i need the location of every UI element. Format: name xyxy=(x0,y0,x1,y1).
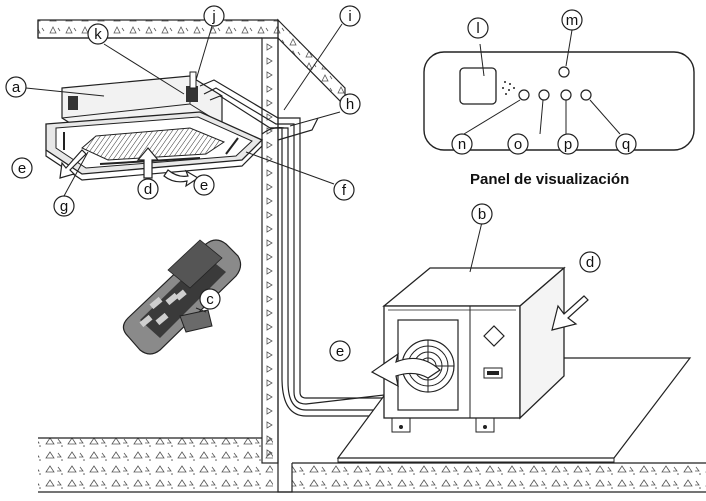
callout-e-indoor-bottom: e xyxy=(193,174,215,196)
callout-h: h xyxy=(339,93,361,115)
svg-text:o: o xyxy=(514,136,522,153)
indoor-cassette-unit xyxy=(45,71,264,181)
callout-m: m xyxy=(561,9,583,31)
display-panel: Panel de visualización xyxy=(423,51,695,188)
callout-f: f xyxy=(333,179,355,201)
callout-n: n xyxy=(451,133,473,155)
svg-text:m: m xyxy=(566,12,579,29)
callout-j: j xyxy=(203,5,225,27)
svg-text:j: j xyxy=(211,8,215,25)
outdoor-airflow-arrows xyxy=(370,295,589,388)
svg-text:k: k xyxy=(94,26,102,43)
svg-text:n: n xyxy=(458,136,466,153)
wall xyxy=(261,37,279,464)
discharge-arrow-bottom-icon xyxy=(163,169,200,188)
indicator-o xyxy=(538,89,550,101)
indicator-q xyxy=(580,89,592,101)
svg-text:g: g xyxy=(60,198,68,215)
svg-text:p: p xyxy=(564,136,572,153)
brand-logo-icon xyxy=(483,325,505,347)
discharge-arrow-left-icon xyxy=(59,149,87,179)
svg-text:d: d xyxy=(586,254,594,271)
indicator-n xyxy=(518,89,530,101)
svg-text:q: q xyxy=(622,136,630,153)
callout-k: k xyxy=(87,23,109,45)
callouts: a k j i h f e g d e c b d e l m n o p q xyxy=(5,5,637,362)
remote-screen xyxy=(167,239,223,289)
svg-text:c: c xyxy=(206,291,214,308)
svg-text:b: b xyxy=(478,206,486,223)
svg-text:h: h xyxy=(346,96,354,113)
callout-g: g xyxy=(53,195,75,217)
svg-text:e: e xyxy=(200,177,208,194)
callout-a: a xyxy=(5,76,27,98)
svg-text:d: d xyxy=(144,181,152,198)
callout-e-outdoor: e xyxy=(329,340,351,362)
callout-o: o xyxy=(507,133,529,155)
callout-c: c xyxy=(199,288,221,310)
indicator-m xyxy=(558,66,570,78)
hanger-bracket-left xyxy=(68,96,78,110)
display-panel-title: Panel de visualización xyxy=(470,171,629,188)
callout-q: q xyxy=(615,133,637,155)
svg-text:f: f xyxy=(342,182,347,199)
callout-b: b xyxy=(471,203,493,225)
callout-d-indoor: d xyxy=(137,178,159,200)
ceiling-slab xyxy=(37,19,279,39)
callout-d-outdoor: d xyxy=(579,251,601,273)
svg-text:i: i xyxy=(348,8,351,25)
callout-i: i xyxy=(339,5,361,27)
sensor-dots xyxy=(502,81,515,95)
remote-control xyxy=(122,239,242,355)
callout-l: l xyxy=(467,17,489,39)
floor-slab xyxy=(38,438,273,490)
svg-text:l: l xyxy=(476,20,479,37)
hanger-bracket-right xyxy=(186,86,198,102)
callout-p: p xyxy=(557,133,579,155)
svg-text:e: e xyxy=(18,160,26,177)
building-structure xyxy=(37,18,706,493)
svg-text:e: e xyxy=(336,343,344,360)
outdoor-unit-side xyxy=(519,266,565,420)
display-receiver-window xyxy=(459,67,497,105)
indoor-airflow-arrows xyxy=(59,147,200,188)
outdoor-intake-arrow-icon xyxy=(551,295,589,331)
refrigerant-piping xyxy=(199,79,411,417)
intake-grille xyxy=(81,127,226,161)
indicator-p xyxy=(560,89,572,101)
outdoor-discharge-arrow-icon xyxy=(370,352,441,388)
intake-arrow-icon xyxy=(136,147,160,179)
ceiling-perspective xyxy=(277,18,346,108)
leader-lines xyxy=(25,23,621,313)
callout-e-indoor-left: e xyxy=(11,157,33,179)
svg-text:a: a xyxy=(12,79,21,96)
ground-slab xyxy=(292,463,706,493)
